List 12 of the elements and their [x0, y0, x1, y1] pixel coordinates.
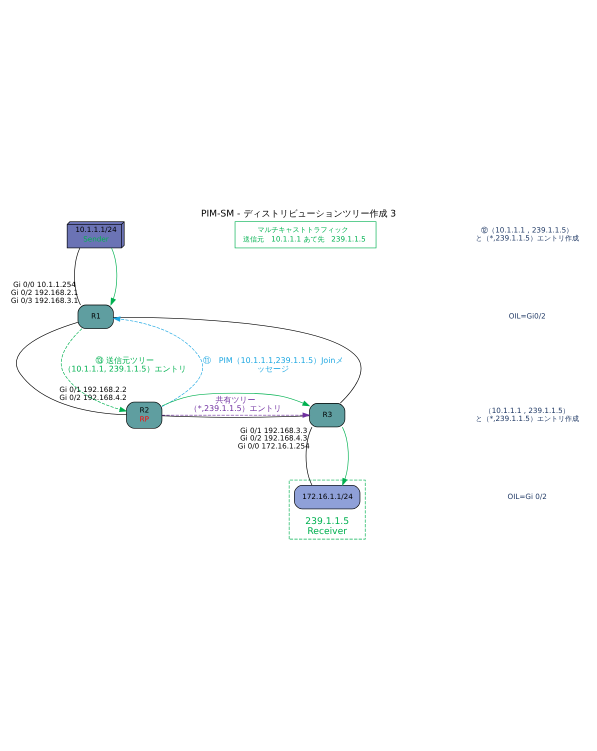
arrow — [342, 426, 349, 486]
arrow — [162, 412, 310, 418]
diagram-title: PIM-SM - ディストリビューションツリー作成 3 — [200, 208, 396, 220]
connector — [16, 322, 127, 416]
connector — [74, 248, 81, 306]
arrow — [110, 248, 118, 306]
arrow — [60, 328, 128, 412]
connector — [306, 426, 312, 486]
arrow — [112, 316, 204, 407]
connector — [162, 416, 310, 418]
arrow — [162, 392, 310, 406]
connector — [113, 316, 362, 404]
